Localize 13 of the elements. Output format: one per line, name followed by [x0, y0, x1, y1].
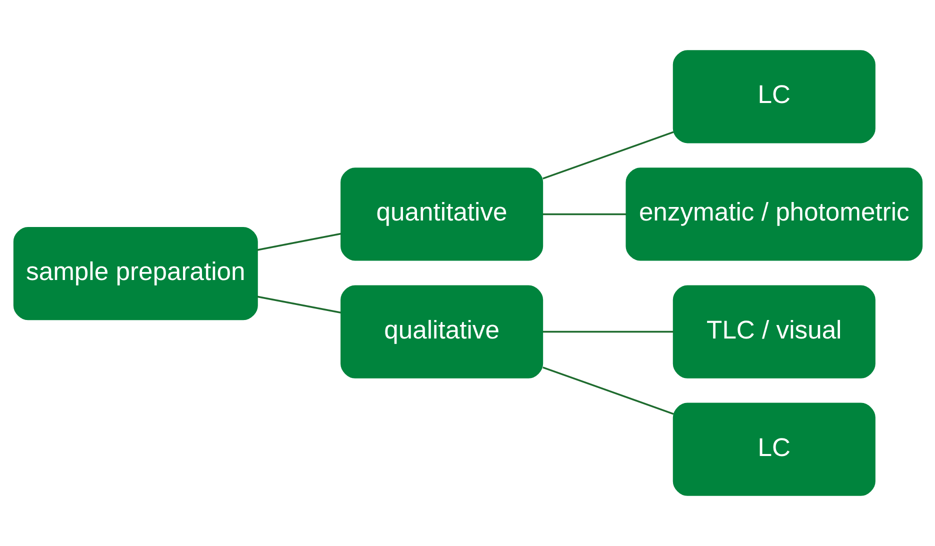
- connector: [256, 296, 340, 314]
- node-box: qualitative: [340, 285, 543, 378]
- node-box: LC: [672, 402, 875, 496]
- connector: [542, 366, 674, 415]
- connector: [542, 131, 674, 180]
- connector: [256, 232, 340, 251]
- node-box: quantitative: [340, 168, 543, 261]
- node-box: TLC / visual: [672, 285, 875, 378]
- node-box: enzymatic / photometric: [625, 168, 922, 261]
- connector: [542, 330, 673, 333]
- node-box: sample preparation: [12, 227, 258, 320]
- node-box: LC: [672, 50, 875, 144]
- connector: [542, 213, 626, 216]
